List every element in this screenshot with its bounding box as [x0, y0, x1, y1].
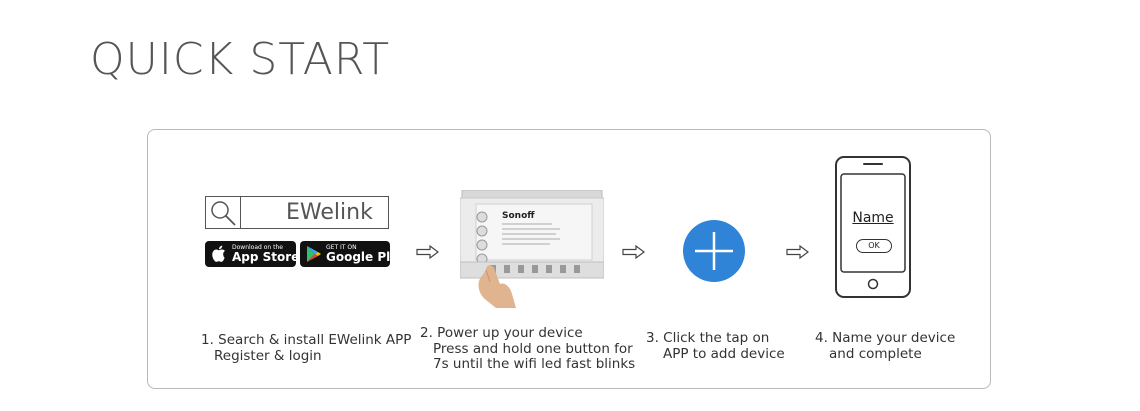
- search-text: EWelink: [286, 200, 373, 225]
- quick-start-card: EWelink Download on the App Store GET IT…: [147, 129, 991, 389]
- step-1-line-1: 1. Search & install EWelink APP: [201, 332, 412, 348]
- device-image: Sonoff: [460, 190, 604, 308]
- arrow-right-icon: [786, 245, 809, 259]
- arrow-right-icon: [622, 245, 645, 259]
- google-play-icon: [306, 245, 322, 267]
- step-1-line-2: Register & login: [214, 347, 322, 364]
- step-2-text: 2. Power up your device Press and hold o…: [420, 325, 636, 373]
- app-store-small-text: Download on the: [232, 244, 283, 251]
- app-store-badge[interactable]: Download on the App Store: [205, 241, 300, 267]
- step-4-line-2: and complete: [829, 345, 922, 362]
- svg-text:Sonoff: Sonoff: [502, 211, 535, 221]
- step-1-text: 1. Search & install EWelink APP Register…: [201, 332, 412, 364]
- google-play-badge[interactable]: GET IT ON Google Play: [300, 241, 406, 267]
- phone-name-label: Name: [852, 210, 894, 226]
- plus-icon[interactable]: [683, 220, 745, 282]
- apple-icon: [212, 245, 226, 266]
- step-3-line-2: APP to add device: [663, 345, 785, 362]
- step-4-line-1: 4. Name your device: [815, 330, 956, 346]
- step-3-line-1: 3. Click the tap on: [646, 330, 770, 346]
- app-store-big-text: App Store: [232, 250, 300, 264]
- google-play-small-text: GET IT ON: [326, 244, 357, 251]
- ewelink-search-box: EWelink: [205, 196, 389, 229]
- step-4-text: 4. Name your device and complete: [815, 330, 956, 362]
- step-3-text: 3. Click the tap on APP to add device: [646, 330, 785, 362]
- phone-icon: [835, 156, 911, 298]
- search-icon: [206, 197, 241, 228]
- phone-ok-button[interactable]: OK: [856, 239, 892, 253]
- google-play-big-text: Google Play: [326, 250, 406, 264]
- step-2-line-2: Press and hold one button for: [433, 340, 633, 357]
- step-2-line-1: 2. Power up your device: [420, 325, 583, 341]
- arrow-right-icon: [416, 245, 439, 259]
- page-title: QUICK START: [90, 34, 391, 85]
- step-2-line-3: 7s until the wifi led fast blinks: [433, 356, 636, 372]
